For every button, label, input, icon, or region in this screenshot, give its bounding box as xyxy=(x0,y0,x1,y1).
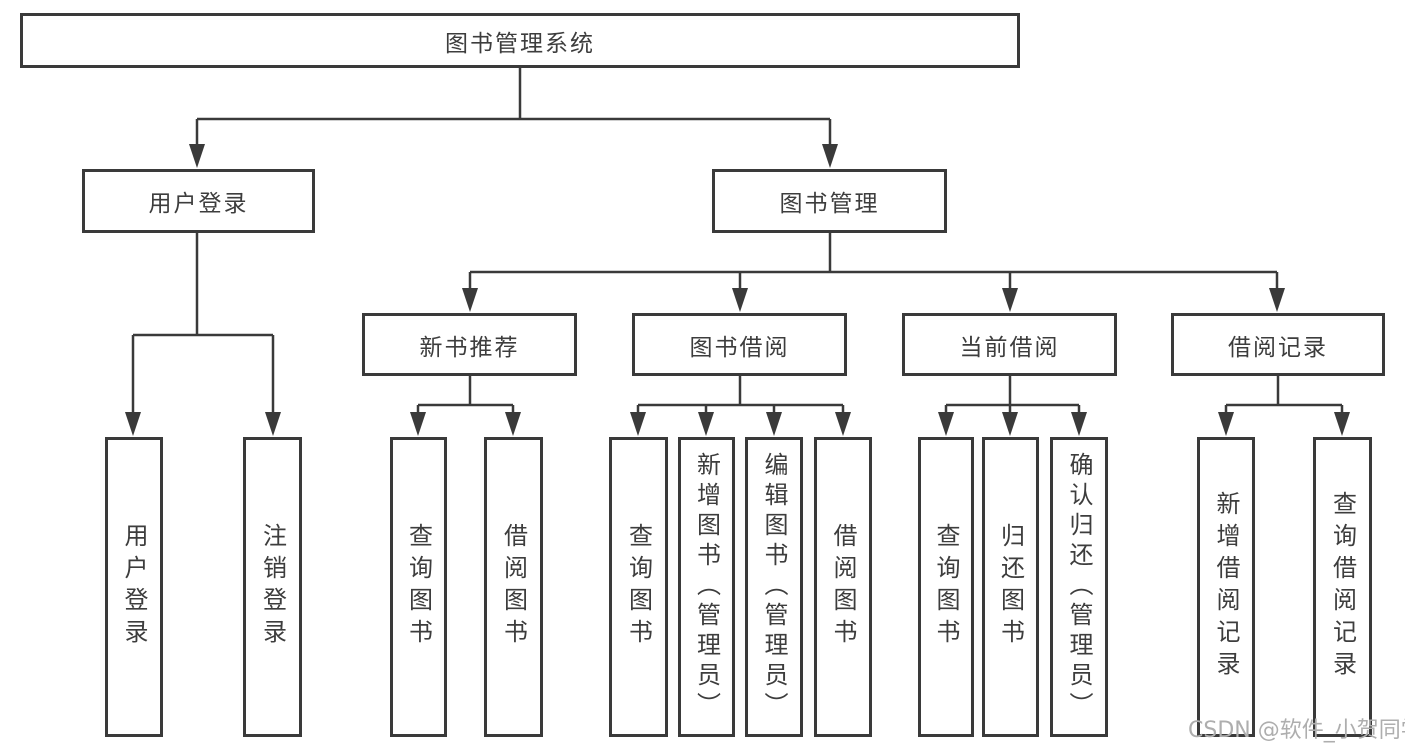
node-new-book-recommend-label: 新书推荐 xyxy=(419,334,520,361)
leaf-logout-label: 注销登录 xyxy=(258,523,287,651)
node-user-login-label: 用户登录 xyxy=(148,191,249,217)
node-library-system: 图书管理系统 xyxy=(20,13,1020,68)
leaf-confirm-return-admin-label: 确认归还（管理员） xyxy=(1065,452,1093,722)
leaf-borrow-books-recommend-label: 借阅图书 xyxy=(499,523,528,651)
leaf-add-borrow-record: 新增借阅记录 xyxy=(1197,437,1255,737)
csdn-watermark: CSDN @软件_小贺同学 xyxy=(1188,718,1405,743)
leaf-user-login-label: 用户登录 xyxy=(120,523,148,651)
node-current-borrowing: 当前借阅 xyxy=(902,313,1117,376)
leaf-borrow-books-recommend: 借阅图书 xyxy=(484,437,543,737)
node-book-borrowing: 图书借阅 xyxy=(632,313,847,376)
leaf-add-book-admin: 新增图书（管理员） xyxy=(678,437,735,737)
leaf-query-borrow-record-label: 查询借阅记录 xyxy=(1328,491,1357,683)
leaf-add-borrow-record-label: 新增借阅记录 xyxy=(1212,491,1240,683)
node-new-book-recommend: 新书推荐 xyxy=(362,313,577,376)
node-current-borrowing-label: 当前借阅 xyxy=(959,334,1060,361)
leaf-query-books-current-label: 查询图书 xyxy=(932,523,960,651)
node-book-management-label: 图书管理 xyxy=(779,191,880,217)
leaf-borrow-books-borrowing: 借阅图书 xyxy=(814,437,872,737)
node-borrowing-records: 借阅记录 xyxy=(1171,313,1385,376)
node-user-login: 用户登录 xyxy=(82,169,315,233)
leaf-query-books-recommend: 查询图书 xyxy=(390,437,447,737)
node-borrowing-records-label: 借阅记录 xyxy=(1228,334,1328,361)
node-book-management: 图书管理 xyxy=(712,169,947,233)
node-library-system-label: 图书管理系统 xyxy=(445,30,595,57)
leaf-query-books-borrowing: 查询图书 xyxy=(609,437,668,737)
leaf-borrow-books-borrowing-label: 借阅图书 xyxy=(829,523,857,651)
leaf-return-books: 归还图书 xyxy=(982,437,1039,737)
leaf-logout: 注销登录 xyxy=(243,437,302,737)
leaf-user-login: 用户登录 xyxy=(105,437,163,737)
leaf-query-books-borrowing-label: 查询图书 xyxy=(624,523,653,651)
leaf-query-books-recommend-label: 查询图书 xyxy=(404,523,433,651)
leaf-confirm-return-admin: 确认归还（管理员） xyxy=(1050,437,1108,737)
leaf-add-book-admin-label: 新增图书（管理员） xyxy=(692,452,721,722)
leaf-return-books-label: 归还图书 xyxy=(996,523,1025,651)
leaf-edit-book-admin-label: 编辑图书（管理员） xyxy=(760,452,788,722)
leaf-query-borrow-record: 查询借阅记录 xyxy=(1313,437,1372,737)
node-book-borrowing-label: 图书借阅 xyxy=(689,334,790,361)
leaf-query-books-current: 查询图书 xyxy=(918,437,974,737)
leaf-edit-book-admin: 编辑图书（管理员） xyxy=(745,437,803,737)
